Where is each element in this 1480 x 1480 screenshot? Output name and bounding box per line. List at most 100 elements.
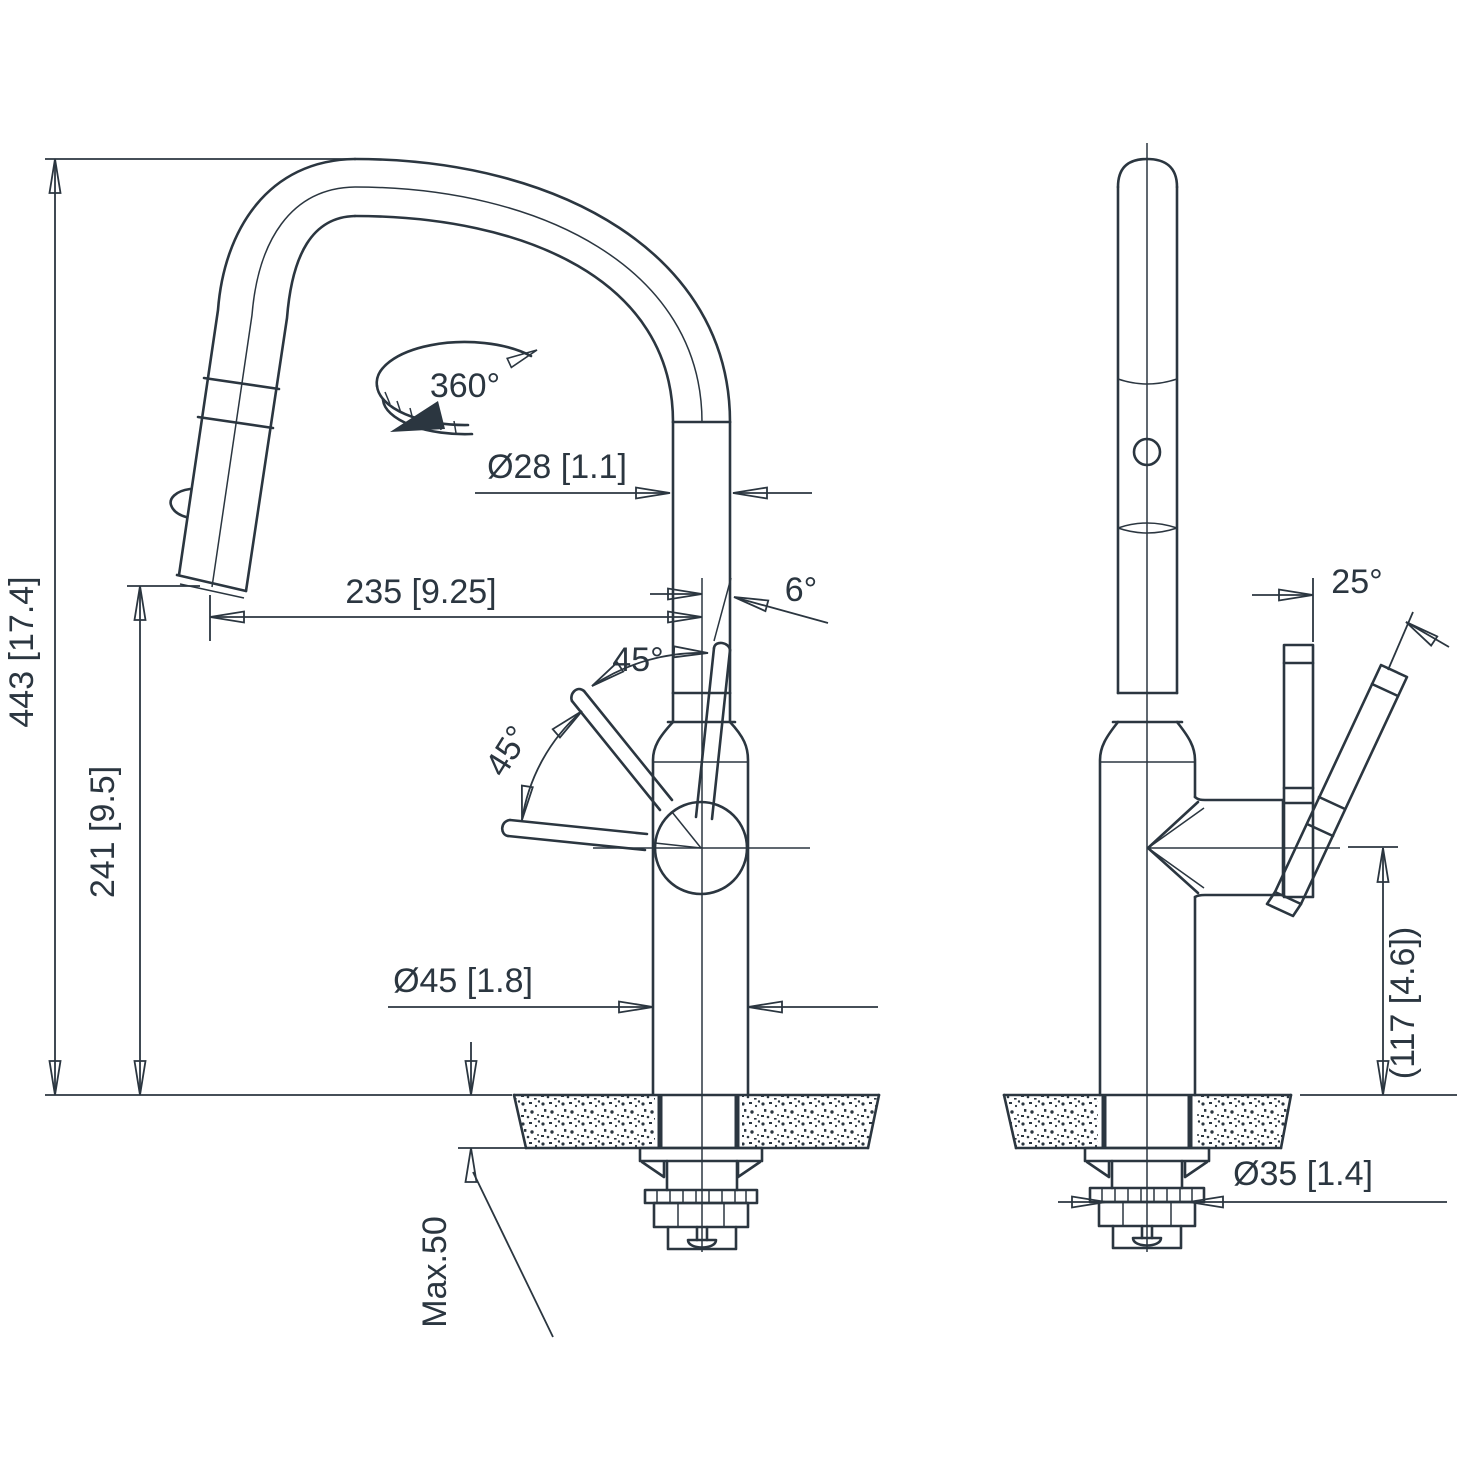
- swivel-symbol: 360°: [375, 340, 540, 436]
- spray-head-joint-lower: [196, 415, 275, 430]
- hw-nut: [652, 1201, 750, 1229]
- valve-cone-upper-b: [1147, 807, 1205, 849]
- label-handle-rest-tilt: 6°: [785, 571, 818, 609]
- swivel-band-top: [375, 340, 533, 388]
- max50-leader: [472, 1171, 554, 1338]
- counter-stipple-right: [742, 1095, 879, 1148]
- handle-45deg: [570, 687, 674, 812]
- dim-counter-thickness: Max.50: [416, 1042, 554, 1338]
- valve-cone-upper-a: [1146, 800, 1200, 850]
- label-swivel-range: 360°: [430, 367, 500, 405]
- side-column: [1098, 157, 1197, 1097]
- body-left-wall: [651, 720, 675, 1097]
- tilt-handle-rung-a: [1305, 822, 1335, 838]
- counter2-left-end: [1002, 1093, 1018, 1150]
- handle6-cap: [712, 641, 732, 652]
- spout-outer-left: [177, 157, 357, 577]
- handle6-right-edge: [710, 648, 732, 821]
- valve-arm-top: [1193, 795, 1285, 802]
- hw2-flange: [1083, 1146, 1211, 1163]
- side-button: [1132, 437, 1162, 467]
- handle6-extension-line: [713, 577, 732, 642]
- hw2-bracket: [1111, 1224, 1183, 1250]
- dim-total-height: 443 [17.4]: [3, 158, 512, 1096]
- dim-spout-height: 241 [9.5]: [84, 585, 200, 1096]
- countertop-front: [512, 1093, 881, 1150]
- angle6-leader: [736, 597, 829, 624]
- valve-arm-bottom: [1193, 893, 1285, 899]
- spout-inner-right: [353, 214, 675, 424]
- side-dome-top: [1116, 157, 1179, 189]
- pivot-axis-45: [671, 811, 702, 849]
- counter-left-end: [512, 1093, 528, 1150]
- dim-spout-diameter: Ø28 [1.1]: [475, 448, 812, 500]
- swivel-band-bottom-outer: [375, 384, 470, 427]
- dim-body-diameter: Ø45 [1.8]: [388, 962, 878, 1014]
- side-handle-vertical: [1282, 643, 1315, 899]
- handle45-upper-edge: [582, 689, 674, 802]
- hw2-nut: [1097, 1200, 1197, 1228]
- counter-stipple-left: [514, 1095, 655, 1148]
- handle-rest-angle-annotation: 6°: [650, 571, 829, 624]
- label-spout-reach: 235 [9.25]: [345, 573, 496, 611]
- tilt-handle-rung-b: [1317, 795, 1347, 811]
- handleH-top-edge: [508, 818, 649, 836]
- label-total-height: 443 [17.4]: [3, 576, 41, 727]
- dim-handle-height: (117 [4.6]): [1300, 846, 1457, 1096]
- valve-cone-lower-b: [1147, 847, 1205, 889]
- tilt-handle-butt: [1265, 890, 1303, 918]
- side-view: 25° (117 [4.6]): [1002, 143, 1457, 1252]
- spray-pause-button: [169, 487, 192, 519]
- mounting-hardware-front: [638, 1095, 764, 1252]
- dim-handle-open-angle: 25°: [1252, 563, 1450, 671]
- label-counter-thickness: Max.50: [416, 1216, 454, 1328]
- side-lens-upper: [1117, 522, 1178, 529]
- dim-mounting-hole: Ø35 [1.4]: [1058, 1155, 1447, 1209]
- counter2-stipple-left: [1004, 1095, 1098, 1148]
- hw-washer-serrations: [656, 1190, 747, 1203]
- label-handle-arc-lower: 45°: [478, 719, 537, 783]
- spray-head-joint-upper: [202, 376, 281, 391]
- label-spout-diameter: Ø28 [1.1]: [487, 448, 627, 486]
- spout-gooseneck: [177, 157, 732, 593]
- handleH-cap: [500, 818, 512, 838]
- tilt-handle-outline: [1273, 663, 1409, 906]
- handle-positions: [500, 577, 732, 852]
- handle-horizontal: [500, 818, 649, 852]
- hw-bracket: [666, 1225, 738, 1251]
- counter-right-end: [866, 1093, 881, 1150]
- side-handle-tilted-25: [1265, 663, 1409, 918]
- hw-flange: [638, 1146, 764, 1163]
- front-view: 45° 45° 6° 360°: [3, 157, 881, 1338]
- handleH-bottom-edge: [506, 834, 647, 852]
- ext-25-tilted: [1387, 611, 1414, 671]
- hw2-wing-right: [1183, 1160, 1209, 1179]
- tilt-handle-capline: [1370, 682, 1400, 698]
- hw2-washer-serrations: [1101, 1188, 1193, 1202]
- pivot-axis-horizontal: [654, 842, 702, 849]
- label-handle-height: (117 [4.6]): [1384, 927, 1422, 1079]
- mounting-hardware-side: [1083, 1095, 1211, 1252]
- counter2-stipple-right: [1197, 1095, 1291, 1148]
- swivel-arrow-left: [390, 401, 445, 432]
- body-right-wall: [728, 720, 750, 1097]
- arc-lower-45: [521, 710, 583, 821]
- spout-seam-left: [211, 186, 356, 588]
- side-swivel-joint: [1117, 378, 1178, 385]
- valve-cone-lower-a: [1146, 846, 1200, 895]
- label-mounting-hole-diameter: Ø35 [1.4]: [1233, 1155, 1373, 1193]
- spout-outer-right: [353, 157, 732, 424]
- label-handle-open-angle: 25°: [1331, 563, 1382, 601]
- side-body-right-upper: [1175, 720, 1197, 799]
- hw2-wing-left: [1085, 1160, 1111, 1179]
- hw-wing-right: [736, 1160, 762, 1179]
- dim-spout-reach: 235 [9.25]: [209, 573, 703, 641]
- counter2-right-end: [1279, 1093, 1293, 1150]
- handle6-left-edge: [694, 646, 716, 819]
- hw-wing-left: [640, 1160, 666, 1179]
- handle45-cap: [570, 687, 586, 703]
- countertop-side: [1002, 1093, 1293, 1150]
- side-body-left: [1098, 720, 1120, 1097]
